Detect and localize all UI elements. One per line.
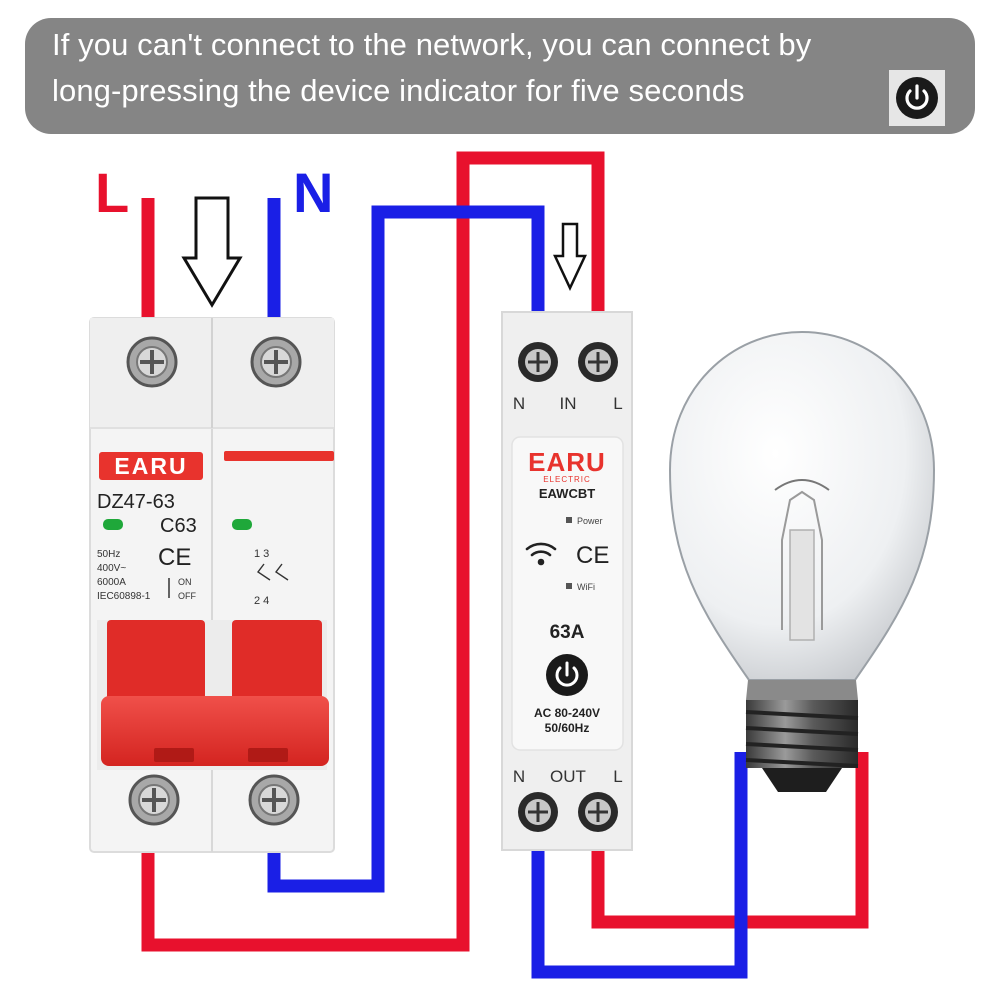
neutral-wire-switch-to-bulb [531,752,748,979]
live-wire-breaker-to-switch [141,151,605,952]
power-led [566,517,572,523]
power-icon [896,77,938,119]
breaker-spec-voltage: 400V~ [97,563,126,574]
switch-wifi-label: WiFi [577,582,595,592]
live-label: L [95,161,129,224]
small-arrow-down-icon [553,222,587,291]
breaker-indicator-right [232,519,252,530]
breaker-on-label: ON [178,577,192,587]
switch-out-label-n: N [513,767,525,786]
breaker-toggle-handle [101,696,329,766]
breaker-brand: EARU [114,453,187,479]
switch-out-label-out: OUT [550,767,586,786]
instruction-line-2: long-pressing the device indicator for f… [52,73,745,108]
smart-switch: N IN L EARU ELECTRIC EAWCBT Power CE WiF… [501,311,633,851]
switch-brand-sub: ELECTRIC [543,475,591,484]
light-bulb-icon [668,330,936,792]
power-button-icon[interactable] [546,654,588,696]
breaker-poles-bottom: 2 4 [254,595,269,607]
circuit-breaker: EARU DZ47-63 C63 CE 50Hz 400V~ 6000A IEC… [89,317,335,853]
switch-ce-mark: CE [576,542,609,569]
arrow-down-icon [181,196,243,308]
breaker-model: DZ47-63 [97,491,175,513]
power-icon-box [889,70,945,126]
wifi-led [566,583,572,589]
breaker-off-label: OFF [178,591,196,601]
switch-in-terminal-l [578,342,618,382]
breaker-top-screw-left [126,336,178,388]
neutral-label: N [293,161,333,224]
neutral-wires [267,198,748,979]
live-wire-switch-to-bulb [591,752,869,929]
switch-out-terminal-l [578,792,618,832]
live-wires [141,151,869,952]
breaker-spec-standard: IEC60898-1 [97,591,151,602]
switch-power-label: Power [577,516,603,526]
breaker-schematic-symbol [256,563,289,581]
neutral-wire-breaker-to-switch [267,205,545,893]
breaker-indicator-left [103,519,123,530]
breaker-rating: C63 [160,515,197,537]
breaker-bottom-screw-right [248,774,300,826]
instruction-line-1: If you can't connect to the network, you… [52,27,812,62]
switch-current-rating: 63A [550,622,585,643]
switch-frequency: 50/60Hz [545,721,590,735]
breaker-poles-top: 1 3 [254,548,269,560]
switch-in-label-l: L [613,394,622,413]
switch-voltage: AC 80-240V [534,706,600,720]
breaker-bottom-screw-left [128,774,180,826]
switch-in-label-n: N [513,394,525,413]
switch-brand: EARU [528,447,606,477]
switch-in-terminal-n [518,342,558,382]
breaker-spec-current: 6000A [97,577,126,588]
breaker-spec-freq: 50Hz [97,549,120,560]
breaker-top-screw-right [250,336,302,388]
breaker-ce-mark: CE [158,544,191,571]
switch-out-label-l: L [613,767,622,786]
switch-out-terminal-n [518,792,558,832]
switch-model: EAWCBT [539,486,595,501]
instruction-banner [25,18,975,134]
switch-in-label-in: IN [560,394,577,413]
wifi-icon [525,542,557,566]
